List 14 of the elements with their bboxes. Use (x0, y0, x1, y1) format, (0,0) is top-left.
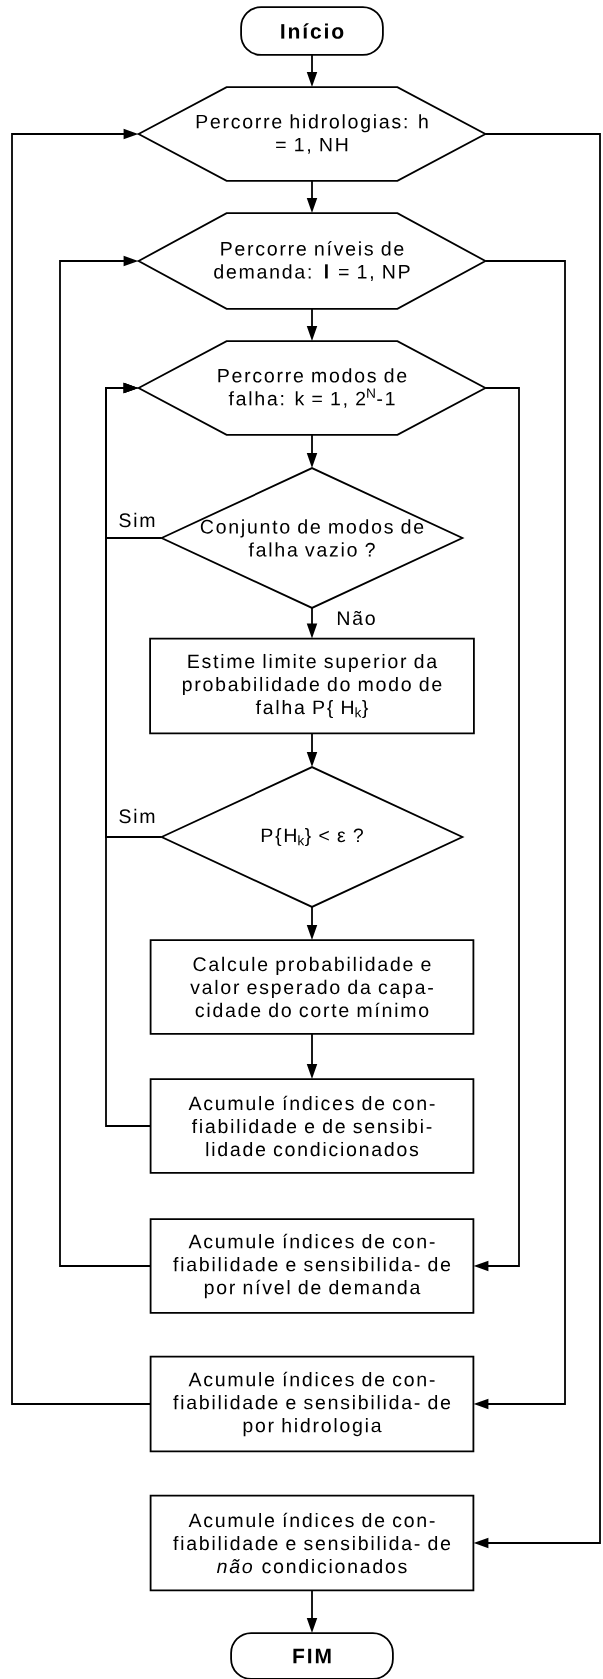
arrow (11, 128, 152, 1405)
process-box: Acumule índices de con- fiabilidade e sensibilida- de por nível de demanda (149, 1218, 475, 1314)
arrow (59, 255, 152, 1267)
arrow (105, 382, 152, 1127)
terminal-box: FIM (230, 1632, 394, 1679)
process-box: Acumule índices de con- fiabilidade e de sensibi- lidade condicionados (149, 1078, 475, 1174)
edge-label: Sim (117, 511, 157, 529)
edge-label: Não (335, 609, 377, 627)
process-box: Estime limite superior da probabilidade do modo de falha P{ H$_{k}$} (149, 637, 475, 735)
terminal-box: Início (240, 6, 384, 56)
process-box: Acumule índices de con- fiabilidade e sensibilida- de por hidrologia (149, 1355, 475, 1453)
process-box: Acumule índices de con- fiabilidade e sensibilida- de não condicionados (149, 1494, 475, 1592)
process-box: Calcule probabilidade e valor esperado da capa- cidade do corte mínimo (149, 939, 475, 1035)
edge-label: Sim (117, 807, 157, 825)
